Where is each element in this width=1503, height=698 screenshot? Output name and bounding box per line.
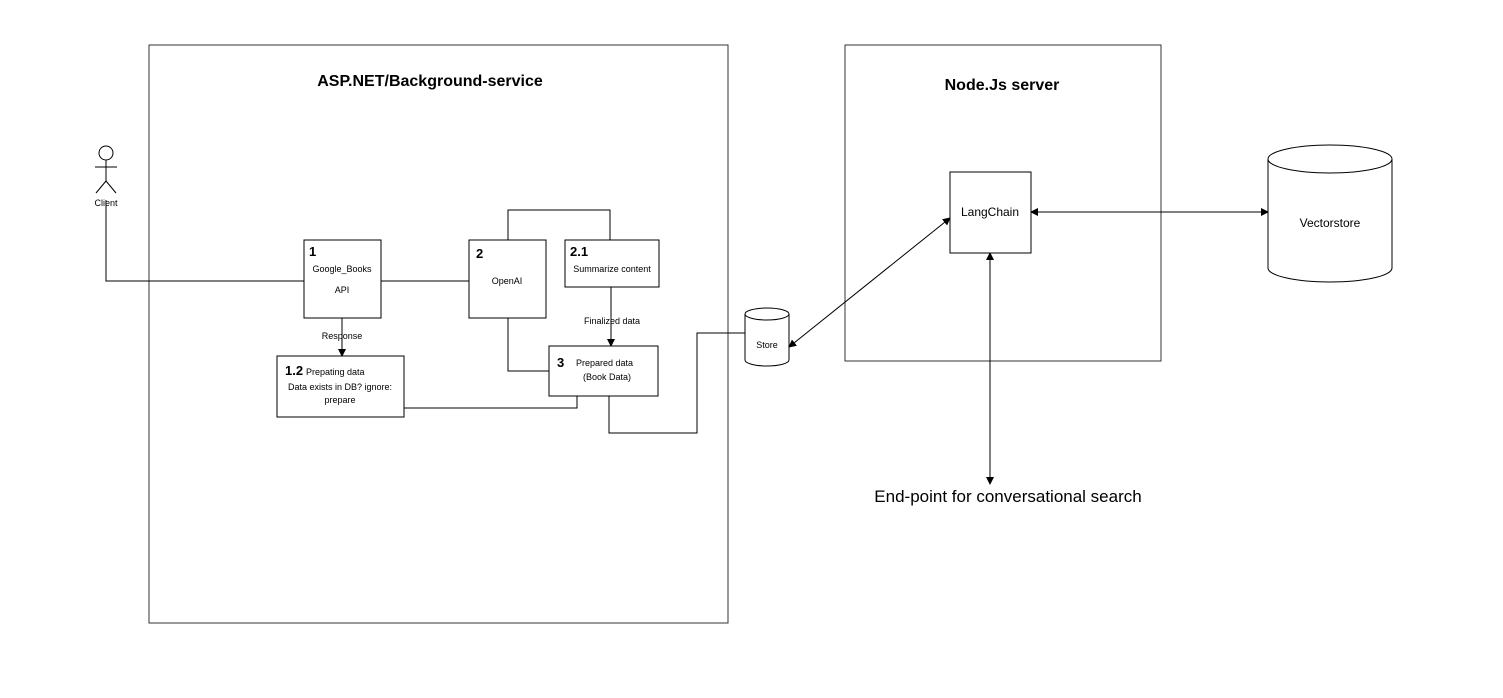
vectorstore-label: Vectorstore [1300, 216, 1361, 230]
google-books-number: 1 [309, 244, 316, 259]
prepared-number: 3 [557, 355, 564, 370]
store-label: Store [756, 340, 778, 350]
openai-number: 2 [476, 246, 483, 261]
prepared-node: 3 Prepared data (Book Data) [548, 345, 659, 397]
edge-openai-summarize [507, 209, 611, 240]
google-books-label-2: API [335, 285, 350, 295]
google-books-label: Google_Books [312, 264, 372, 274]
langchain-node: LangChain [949, 171, 1032, 254]
summarize-number: 2.1 [570, 244, 588, 259]
edge-openai-prepared [507, 318, 549, 372]
node-container: Node.Js server [844, 44, 1162, 362]
openai-label: OpenAI [492, 276, 523, 286]
prepared-label: Prepared data [576, 358, 633, 368]
preparing-label-3: prepare [324, 395, 355, 405]
vectorstore-database: Vectorstore [1267, 144, 1393, 283]
client-actor: Client [94, 145, 118, 208]
finalized-label: Finalized data [584, 316, 640, 326]
edge-prepared-store [608, 332, 745, 434]
node-container-title: Node.Js server [945, 77, 1060, 94]
response-label: Response [322, 331, 363, 341]
summarize-label: Summarize content [573, 264, 651, 274]
asp-container: ASP.NET/Background-service [148, 44, 729, 624]
summarize-node: 2.1 Summarize content [564, 239, 660, 288]
preparing-label-2: Data exists in DB? ignore: [288, 382, 392, 392]
connectors [105, 200, 1269, 485]
preparing-number: 1.2 [285, 363, 303, 378]
preparing-label: Prepating data [306, 367, 365, 377]
langchain-label: LangChain [961, 205, 1019, 219]
edge-client-googlebooks [105, 200, 304, 282]
endpoint-label: End-point for conversational search [874, 487, 1141, 506]
prepared-label-2: (Book Data) [583, 372, 631, 382]
store-database: Store [744, 307, 790, 367]
google-books-node: 1 Google_Books API [303, 239, 382, 319]
asp-container-title: ASP.NET/Background-service [317, 73, 543, 90]
edge-preparing-prepared [404, 396, 578, 409]
preparing-node: 1.2 Prepating data Data exists in DB? ig… [276, 355, 405, 418]
edge-store-langchain [788, 217, 951, 348]
openai-node: 2 OpenAI [468, 239, 547, 319]
